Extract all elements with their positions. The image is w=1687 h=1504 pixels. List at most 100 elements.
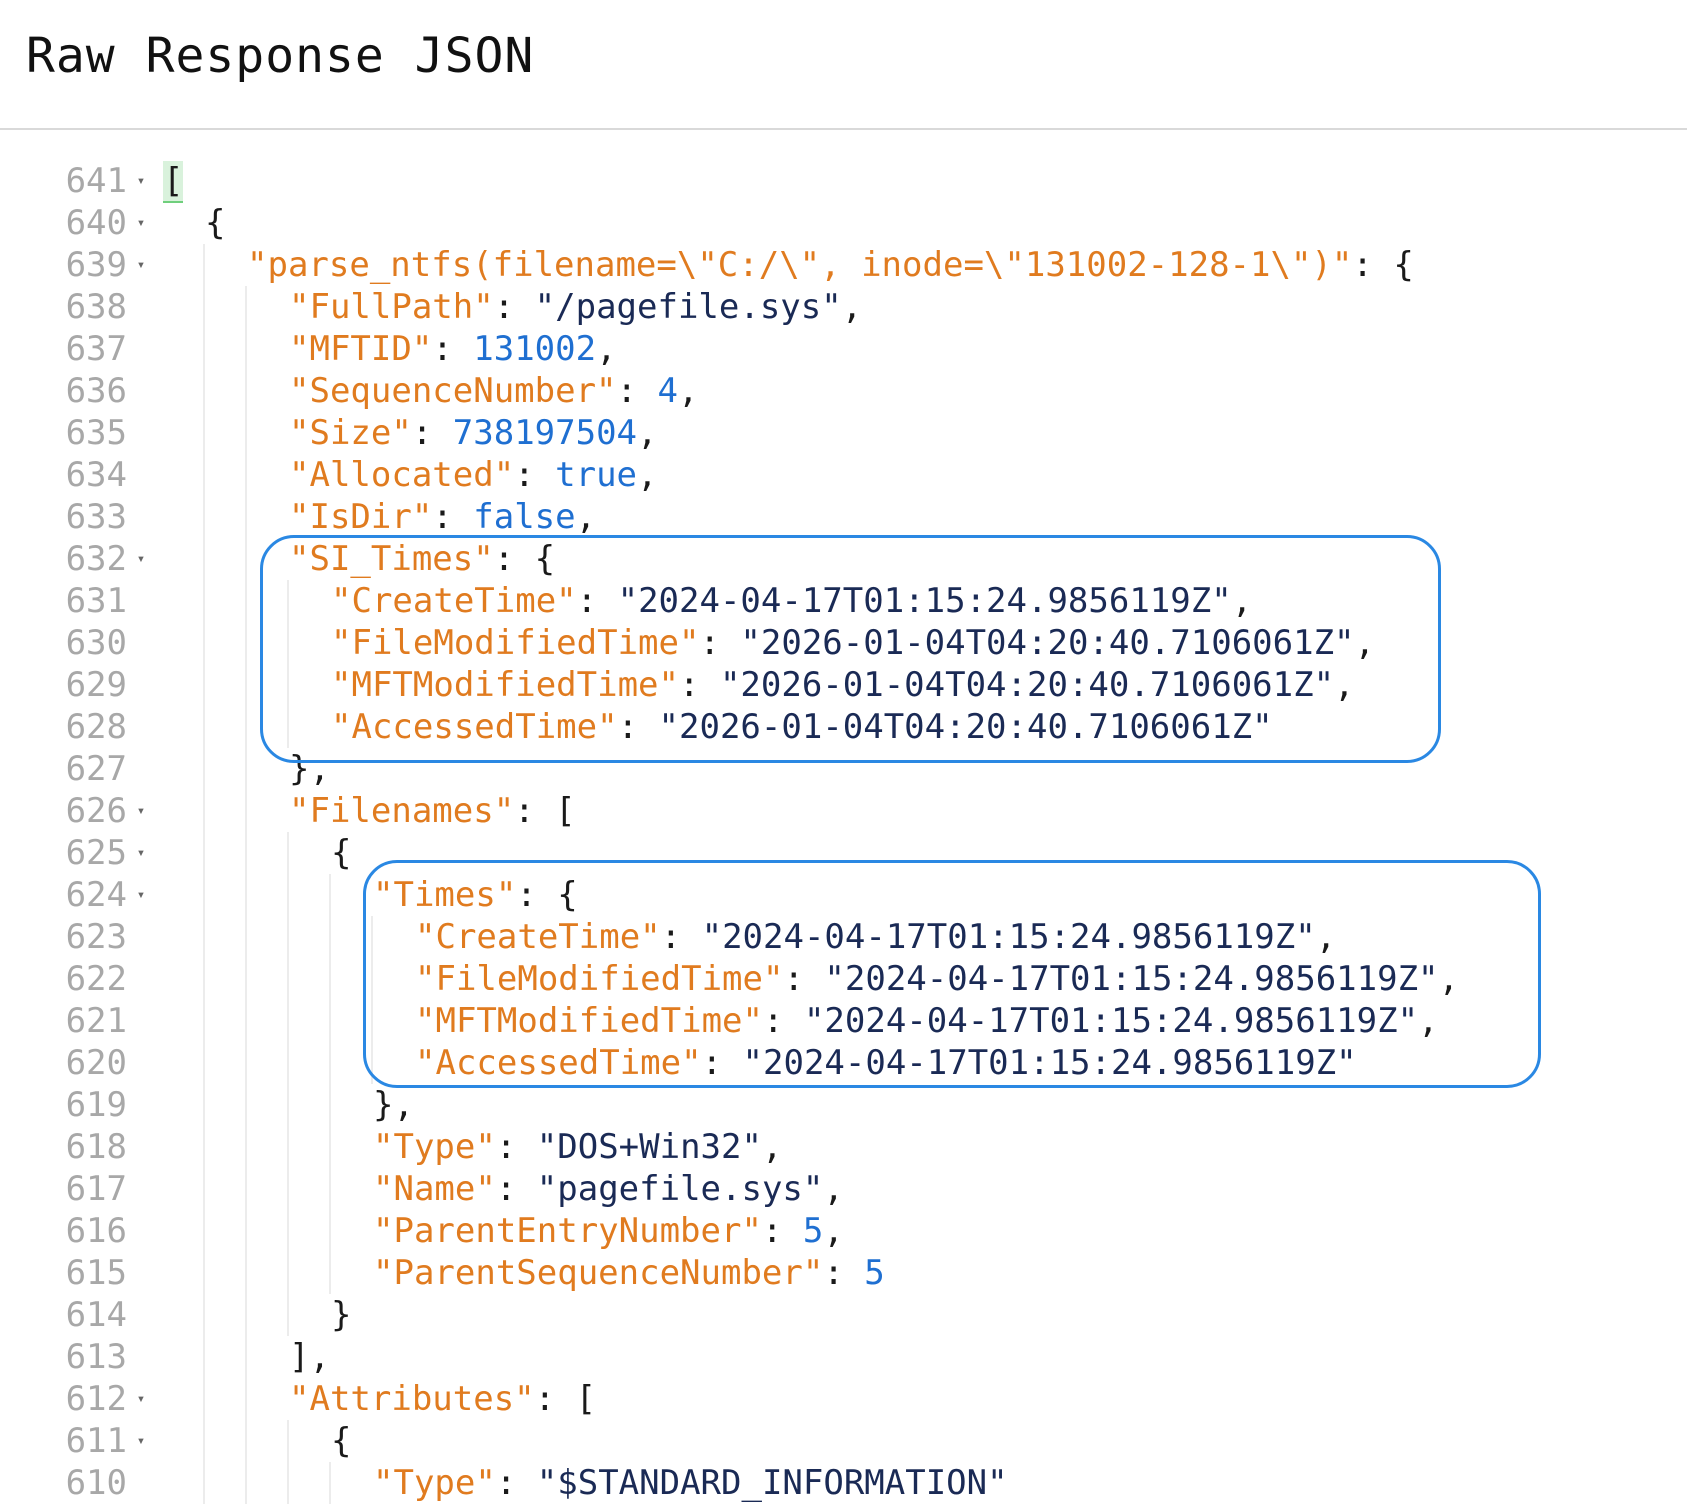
code-text[interactable]: "IsDir": false, <box>289 496 596 538</box>
code-text[interactable]: "Filenames": [ <box>289 790 576 832</box>
json-token-num: 738197504 <box>452 413 638 453</box>
json-token-key: "Times" <box>373 875 517 915</box>
code-line: 610 "Type": "$STANDARD_INFORMATION" <box>0 1462 1687 1504</box>
indent-guide <box>203 580 205 622</box>
json-token-punc: , <box>823 1169 844 1209</box>
json-token-key: "MFTModifiedTime" <box>415 1001 763 1041</box>
json-token-str: "2024-04-17T01:15:24.9856119Z" <box>617 581 1232 621</box>
indent-guide <box>203 1378 205 1420</box>
code-text[interactable]: "SequenceNumber": 4, <box>289 370 698 412</box>
code-text[interactable]: } <box>331 1294 351 1336</box>
line-number: 634 <box>65 455 127 495</box>
code-text[interactable]: "AccessedTime": "2024-04-17T01:15:24.985… <box>415 1042 1357 1084</box>
indent-guide <box>287 1168 289 1210</box>
code-text[interactable]: "SI_Times": { <box>289 538 555 580</box>
code-text[interactable]: "FileModifiedTime": "2024-04-17T01:15:24… <box>415 958 1459 1000</box>
json-token-punc: , <box>1438 959 1459 999</box>
code-text[interactable]: { <box>331 1420 351 1462</box>
line-number: 615 <box>65 1253 127 1293</box>
fold-toggle-icon[interactable]: ▾ <box>136 845 146 861</box>
json-token-punc: { <box>331 1421 352 1461</box>
json-token-key: "ParentEntryNumber" <box>373 1211 762 1251</box>
indent-guide <box>203 1126 205 1168</box>
json-token-punc: : <box>495 1463 537 1503</box>
code-text[interactable]: "AccessedTime": "2026-01-04T04:20:40.710… <box>331 706 1273 748</box>
indent-guide <box>287 580 289 622</box>
code-text[interactable]: }, <box>289 748 330 790</box>
fold-toggle-icon[interactable]: ▾ <box>136 887 146 903</box>
code-line: 618"Type": "DOS+Win32", <box>0 1126 1687 1168</box>
indent-guide <box>203 916 205 958</box>
code-text[interactable]: "MFTModifiedTime": "2024-04-17T01:15:24.… <box>415 1000 1439 1042</box>
fold-toggle-icon[interactable]: ▾ <box>136 1391 146 1407</box>
fold-toggle-icon[interactable]: ▾ <box>136 257 146 273</box>
line-number: 632 <box>65 539 127 579</box>
json-token-punc: , <box>575 497 597 537</box>
json-viewer[interactable]: 641▾[640▾{639▾"parse_ntfs(filename=\"C:/… <box>0 130 1687 1504</box>
json-token-bool: false <box>473 497 576 537</box>
json-token-key: "CreateTime" <box>331 581 577 621</box>
code-text[interactable]: "Type": "DOS+Win32", <box>373 1126 782 1168</box>
code-text[interactable]: "CreateTime": "2024-04-17T01:15:24.98561… <box>331 580 1252 622</box>
indent-guide <box>371 916 373 958</box>
fold-toggle-icon[interactable]: ▾ <box>136 1433 146 1449</box>
indent-guide <box>203 706 205 748</box>
fold-toggle-icon[interactable]: ▾ <box>136 551 146 567</box>
code-text[interactable]: "Name": "pagefile.sys", <box>373 1168 844 1210</box>
page-title: Raw Response JSON <box>26 28 535 84</box>
fold-toggle-icon[interactable]: ▾ <box>136 173 146 189</box>
line-number: 638 <box>65 287 127 327</box>
json-token-str: "$STANDARD_INFORMATION" <box>536 1463 1008 1503</box>
json-token-punc: : <box>823 1253 865 1293</box>
indent-guide <box>329 1168 331 1210</box>
json-token-key: "ParentSequenceNumber" <box>373 1253 824 1293</box>
code-text[interactable]: [ <box>163 160 184 203</box>
indent-guide <box>287 706 289 748</box>
code-line: 623"CreateTime": "2024-04-17T01:15:24.98… <box>0 916 1687 958</box>
fold-toggle-icon[interactable]: ▾ <box>136 803 146 819</box>
code-text[interactable]: "Size": 738197504, <box>289 412 658 454</box>
indent-guide <box>245 1462 247 1504</box>
code-text[interactable]: "FullPath": "/pagefile.sys", <box>289 286 862 328</box>
fold-toggle-icon[interactable]: ▾ <box>136 215 146 231</box>
json-token-str: "2024-04-17T01:15:24.9856119Z" <box>824 959 1439 999</box>
json-token-num: 5 <box>802 1211 824 1251</box>
code-editor[interactable]: 641▾[640▾{639▾"parse_ntfs(filename=\"C:/… <box>0 160 1687 1504</box>
code-text[interactable]: { <box>205 202 225 244</box>
code-text[interactable]: "Attributes": [ <box>289 1378 596 1420</box>
code-text[interactable]: "Allocated": true, <box>289 454 658 496</box>
code-text[interactable]: "parse_ntfs(filename=\"C:/\", inode=\"13… <box>247 244 1414 286</box>
json-token-punc: , <box>823 1211 844 1251</box>
json-token-punc: : <box>761 1211 803 1251</box>
code-text[interactable]: ], <box>289 1336 330 1378</box>
code-text[interactable]: { <box>331 832 351 874</box>
code-text[interactable]: "ParentEntryNumber": 5, <box>373 1210 844 1252</box>
line-number: 628 <box>65 707 127 747</box>
line-number: 610 <box>65 1463 127 1503</box>
code-text[interactable]: "MFTID": 131002, <box>289 328 617 370</box>
indent-guide <box>203 832 205 874</box>
json-token-punc: , <box>761 1127 783 1167</box>
indent-guide <box>203 328 205 370</box>
code-text[interactable]: "ParentSequenceNumber": 5 <box>373 1252 885 1294</box>
indent-guide <box>287 1210 289 1252</box>
code-line: 641▾[ <box>0 160 1687 203</box>
code-text[interactable]: "CreateTime": "2024-04-17T01:15:24.98561… <box>415 916 1336 958</box>
indent-guide <box>287 1126 289 1168</box>
json-token-num: 5 <box>864 1253 885 1293</box>
code-text[interactable]: "Type": "$STANDARD_INFORMATION" <box>373 1462 1008 1504</box>
indent-guide <box>329 1084 331 1126</box>
code-text[interactable]: "FileModifiedTime": "2026-01-04T04:20:40… <box>331 622 1375 664</box>
code-line: 636"SequenceNumber": 4, <box>0 370 1687 412</box>
code-text[interactable]: "Times": { <box>373 874 578 916</box>
code-text[interactable]: }, <box>373 1084 414 1126</box>
indent-guide <box>329 1126 331 1168</box>
json-token-str: "2024-04-17T01:15:24.9856119Z" <box>803 1001 1419 1041</box>
json-token-punc: , <box>596 329 617 369</box>
indent-guide <box>287 1000 289 1042</box>
code-text[interactable]: "MFTModifiedTime": "2026-01-04T04:20:40.… <box>331 664 1355 706</box>
json-token-punc: : <box>411 413 453 453</box>
json-token-key: "Type" <box>373 1463 496 1503</box>
code-line: 638 "FullPath": "/pagefile.sys", <box>0 286 1687 328</box>
code-line: 635"Size": 738197504, <box>0 412 1687 454</box>
